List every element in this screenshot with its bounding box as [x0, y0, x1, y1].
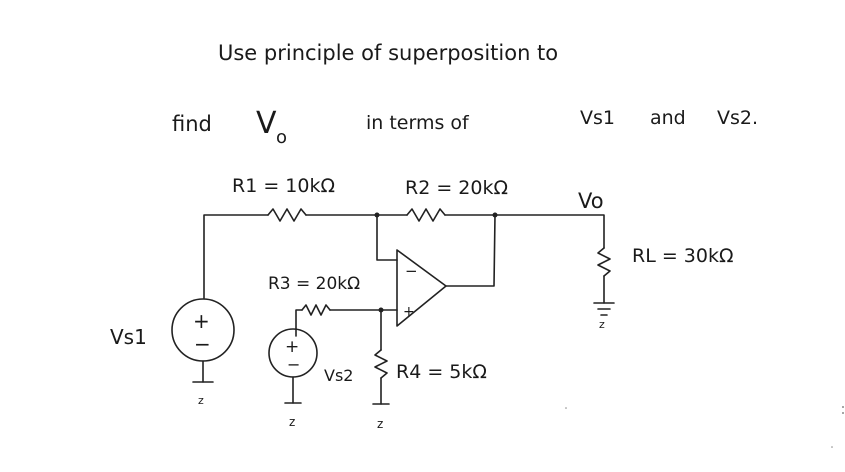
rl-ground-icon [593, 302, 615, 316]
speck-1 [842, 406, 844, 408]
output-wire [494, 214, 605, 249]
r4-resistor [374, 349, 388, 379]
vs1-minus: − [194, 332, 211, 356]
r3-label: R3 = 20kΩ [268, 274, 360, 294]
r2-resistor [406, 208, 446, 222]
op-amp-plus: + [403, 304, 415, 320]
speck-4 [831, 446, 833, 448]
r4-ground-mark: z [377, 417, 383, 431]
problem-vs1: Vs1 [580, 107, 615, 129]
problem-vs2: Vs2. [717, 107, 758, 129]
rl-label: RL = 30kΩ [632, 245, 734, 267]
r3-left-wire [295, 309, 303, 337]
vs1-label: Vs1 [110, 325, 147, 349]
speck-3 [565, 407, 567, 409]
vs2-plus: + [285, 337, 299, 357]
r1-label: R1 = 10kΩ [232, 175, 335, 197]
problem-vo-letter: V [256, 106, 277, 141]
problem-vo-sub: o [276, 127, 287, 148]
vs2-label: Vs2 [324, 366, 353, 385]
r4-label: R4 = 5kΩ [396, 361, 487, 383]
op-amp-triangle [396, 249, 447, 327]
vs1-ground-mark: z [198, 394, 204, 407]
speck-2 [842, 412, 844, 414]
vo-label: Vo [578, 189, 604, 213]
vs1-plus: + [193, 309, 210, 333]
problem-and: and [650, 107, 686, 129]
problem-in-terms-of: in terms of [366, 112, 470, 134]
r1-resistor [267, 208, 307, 222]
vs2-minus: − [287, 355, 300, 374]
r2-label: R2 = 20kΩ [405, 177, 508, 199]
rl-ground-mark: z [599, 318, 605, 331]
problem-find: find [172, 112, 212, 136]
inverting-input-wire [376, 214, 398, 261]
vs2-ground-mark: z [289, 415, 295, 429]
problem-line-1: Use principle of superposition to [218, 41, 558, 65]
r3-resistor [301, 304, 331, 316]
op-amp-minus: − [405, 262, 418, 280]
op-amp-output-wire [445, 214, 496, 287]
r1-left-wire [203, 214, 269, 299]
rl-resistor [597, 247, 611, 277]
